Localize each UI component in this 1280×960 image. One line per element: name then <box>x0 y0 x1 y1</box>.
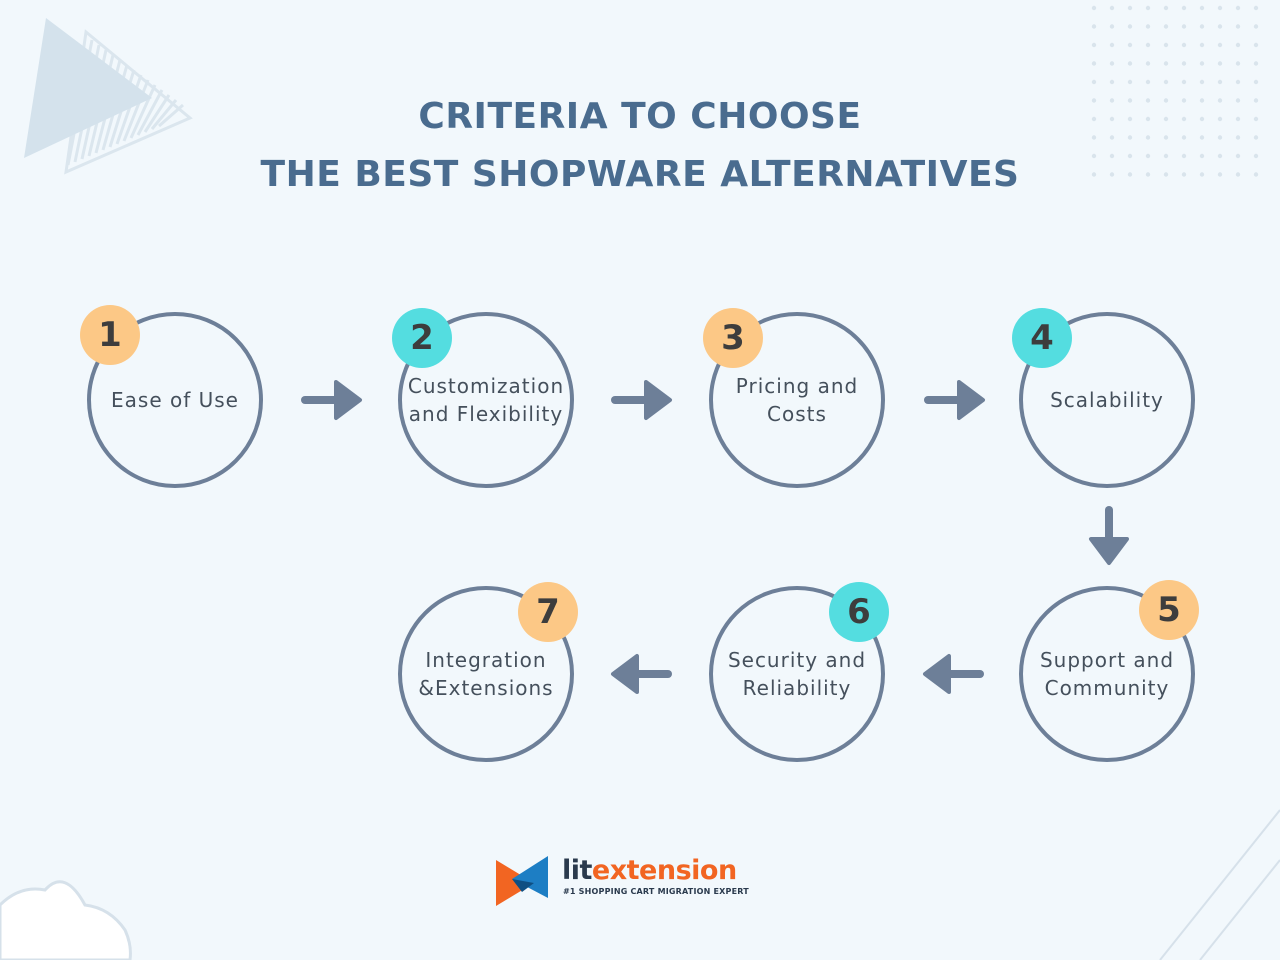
logo-name-lit: lit <box>562 855 592 886</box>
step-label: Customization and Flexibility <box>406 372 566 428</box>
step-label-line-2: Community <box>1044 676 1170 700</box>
step-number-badge: 4 <box>1012 308 1072 368</box>
logo-name-extension: extension <box>591 855 737 886</box>
step-label-line-1: Security and <box>727 648 867 672</box>
logo-tagline: #1 SHOPPING CART MIGRATION EXPERT <box>563 887 749 896</box>
step-number-badge: 7 <box>518 582 578 642</box>
step-label-line-2: Costs <box>767 402 827 426</box>
step-circle-4: Scalability <box>1019 312 1195 488</box>
logo-icon <box>496 856 548 906</box>
step-number-badge: 3 <box>703 308 763 368</box>
arrow-down-icon <box>1089 506 1129 565</box>
step-label-line-2: Reliability <box>742 676 852 700</box>
decorative-dot-grid <box>1091 5 1259 177</box>
arrow-left-icon <box>923 654 984 694</box>
title-line-2: THE BEST SHOPWARE ALTERNATIVES <box>260 154 1020 195</box>
step-circle-1: Ease of Use <box>87 312 263 488</box>
step-circle-7: Integration&Extensions <box>398 586 574 762</box>
decorative-triangles <box>24 18 193 175</box>
step-label: Integration&Extensions <box>406 646 566 702</box>
title-line-1: CRITERIA TO CHOOSE <box>418 96 862 137</box>
arrow-right-icon <box>611 380 672 420</box>
step-label-line-1: Ease of Use <box>111 388 239 412</box>
step-number-badge: 6 <box>829 582 889 642</box>
step-number-badge: 1 <box>80 305 140 365</box>
step-label-line-1: Pricing and <box>735 374 859 398</box>
page-title: CRITERIA TO CHOOSE THE BEST SHOPWARE ALT… <box>0 88 1280 204</box>
step-circle-2: Customization and Flexibility <box>398 312 574 488</box>
decorative-cloud <box>0 880 132 960</box>
decorative-lines <box>1159 809 1280 960</box>
arrow-right-icon <box>924 380 985 420</box>
step-label-line-2: &Extensions <box>418 676 554 700</box>
step-number-badge: 5 <box>1139 580 1199 640</box>
step-label: Scalability <box>1027 386 1187 414</box>
step-label-line-1: Support and <box>1039 648 1175 672</box>
step-label-line-1: Customization <box>407 374 565 398</box>
flow-arrows <box>301 380 1129 694</box>
logo-wordmark: litextension <box>562 854 737 888</box>
arrow-left-icon <box>611 654 672 694</box>
step-label-line-1: Integration <box>425 648 547 672</box>
arrow-right-icon <box>301 380 362 420</box>
step-label: Ease of Use <box>95 386 255 414</box>
step-number-badge: 2 <box>392 308 452 368</box>
step-label-line-2: and Flexibility <box>408 402 564 426</box>
step-label-line-1: Scalability <box>1050 388 1164 412</box>
